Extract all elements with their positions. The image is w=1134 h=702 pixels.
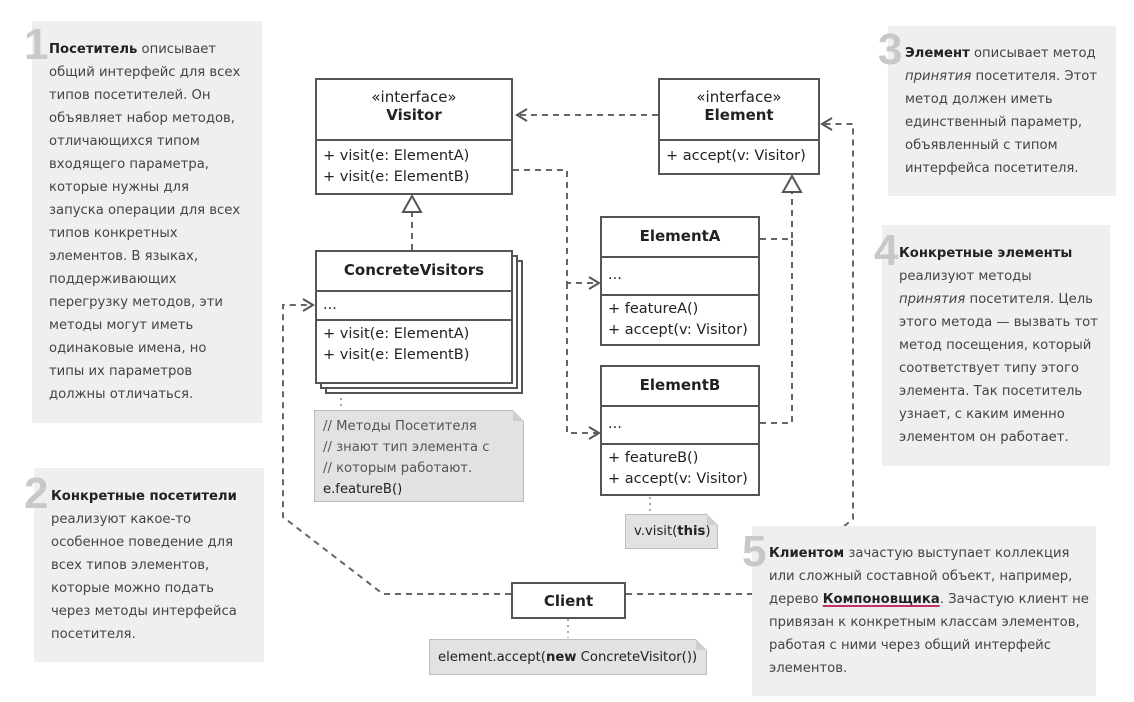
element-a-fields: ... (608, 267, 622, 283)
note-bold: Посетитель (49, 42, 138, 57)
client-to-element (626, 123, 854, 595)
visit-code-note: v.visit(this) (625, 514, 718, 549)
element-stereotype: «interface» (696, 88, 782, 106)
client-code-note: element.accept(new ConcreteVisitor()) (429, 639, 707, 675)
concrete-visitors-methods: + visit(e: ElementA) + visit(e: ElementB… (317, 319, 511, 369)
element-a-box: ElementA ... + featureA() + accept(v: Vi… (600, 216, 760, 346)
note-text: Клиентом зачастую выступает коллекция ил… (769, 546, 1089, 676)
note-text: Конкретные посетители реализуют какое-то… (51, 489, 237, 642)
note-number: 5 (742, 527, 767, 576)
visitor-to-elementa (513, 169, 599, 284)
client-name: Client (543, 592, 594, 610)
element-interface-box: «interface» Element + accept(v: Visitor) (658, 78, 820, 175)
note-number: 3 (878, 25, 903, 74)
note-bold: Клиентом (769, 546, 845, 561)
note-text: Конкретные элементы реализуют методы при… (899, 246, 1098, 445)
note-client: 5 Клиентом зачастую выступает коллекция … (742, 526, 1096, 696)
element-b-box: ElementB ... + featureB() + accept(v: Vi… (600, 365, 760, 496)
element-methods: + accept(v: Visitor) (666, 148, 806, 164)
note-element: 3 Элемент описывает метод принятия посет… (878, 26, 1116, 196)
element-a-methods: + featureA() + accept(v: Visitor) (602, 294, 758, 344)
concrete-visitors-box: ConcreteVisitors ... + visit(e: ElementA… (315, 250, 513, 384)
visitor-methods: + visit(e: ElementA) + visit(e: ElementB… (323, 148, 470, 185)
client-to-concretevisitors (282, 304, 511, 595)
element-name: Element (704, 106, 774, 124)
visitor-code-note: // Методы Посетителя // знают тип элемен… (314, 410, 524, 502)
note-bold: Конкретные элементы (899, 246, 1073, 261)
note-text: Элемент описывает метод принятия посетит… (905, 46, 1098, 176)
note-number: 1 (24, 20, 49, 69)
note-concrete-elements: 4 Конкретные элементы реализуют методы п… (874, 225, 1110, 466)
element-b-fields: ... (608, 416, 622, 432)
visitor-to-elementb (566, 283, 599, 434)
note-text: Посетитель описывает общий интерфейс для… (49, 42, 241, 402)
element-realization-triangle (781, 173, 803, 193)
note-visitor: 1 Посетитель описывает общий интерфейс д… (24, 21, 262, 423)
composite-link[interactable]: Компоновщика (822, 592, 940, 607)
cv-realization-triangle (401, 193, 423, 213)
visitor-stereotype: «interface» (371, 88, 457, 106)
client-box: Client (511, 582, 626, 619)
concrete-visitors-fields: ... (323, 297, 337, 313)
element-b-methods: + featureB() + accept(v: Visitor) (602, 443, 758, 493)
visitor-name: Visitor (386, 106, 442, 124)
element-a-name: ElementA (639, 227, 721, 245)
element-b-name: ElementB (639, 376, 721, 394)
elementb-realization (760, 239, 793, 424)
note-number: 4 (874, 226, 899, 275)
visitor-interface-box: «interface» Visitor + visit(e: ElementA)… (315, 78, 513, 195)
note-bold: Конкретные посетители (51, 489, 237, 504)
concrete-visitors-name: ConcreteVisitors (343, 261, 485, 279)
note-number: 2 (24, 469, 49, 518)
note-bold: Элемент (905, 46, 970, 61)
note-concrete-visitors: 2 Конкретные посетители реализуют какое-… (24, 468, 264, 662)
